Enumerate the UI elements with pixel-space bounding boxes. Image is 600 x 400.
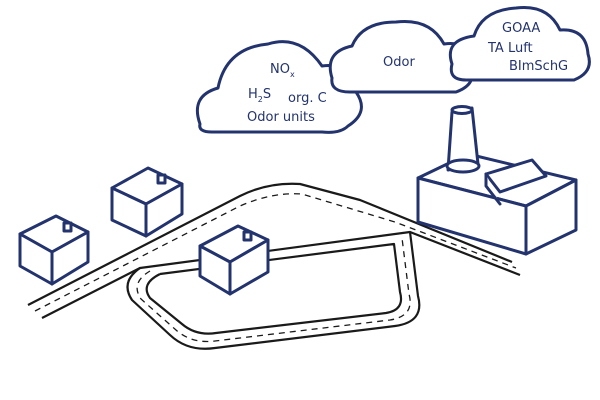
loop-road-centerline [136,237,411,343]
main-road-bottom-edge [41,230,521,319]
house-left-side [50,230,90,286]
house-left-window [62,221,73,233]
factory-side [524,178,578,256]
goaa-label: GOAA [502,21,540,36]
cloud-icon [328,19,474,94]
chimney-top [450,105,474,115]
h2s-label: H2S [248,87,271,104]
odor-units-label: Odor units [247,110,315,125]
ta-luft-label: TA Luft [487,41,533,56]
no-x-label: NOx [270,62,295,79]
loop-road-inner [145,242,403,335]
bimschg-label: BImSchG [509,59,568,74]
org-c-label: org. C [288,91,327,106]
house-top-side [144,182,184,238]
road-network [27,182,521,350]
factory-roof-step [484,158,548,194]
house-left [18,214,90,286]
cloud-right [448,5,591,82]
main-road-top-edge [27,182,513,306]
house-top [110,166,184,238]
house-center-side [228,238,270,296]
cloud-middle [328,19,474,94]
chimney-base [445,158,481,174]
loop-road-outer [126,231,421,350]
house-top-window [156,173,167,185]
cloud-icon [448,5,591,82]
main-road-centerline [34,193,517,312]
house-center-window [242,230,253,242]
factory-roof-step-edge [484,172,502,206]
factory [416,105,578,256]
house-center [198,224,270,296]
odor-label: Odor [383,55,415,70]
